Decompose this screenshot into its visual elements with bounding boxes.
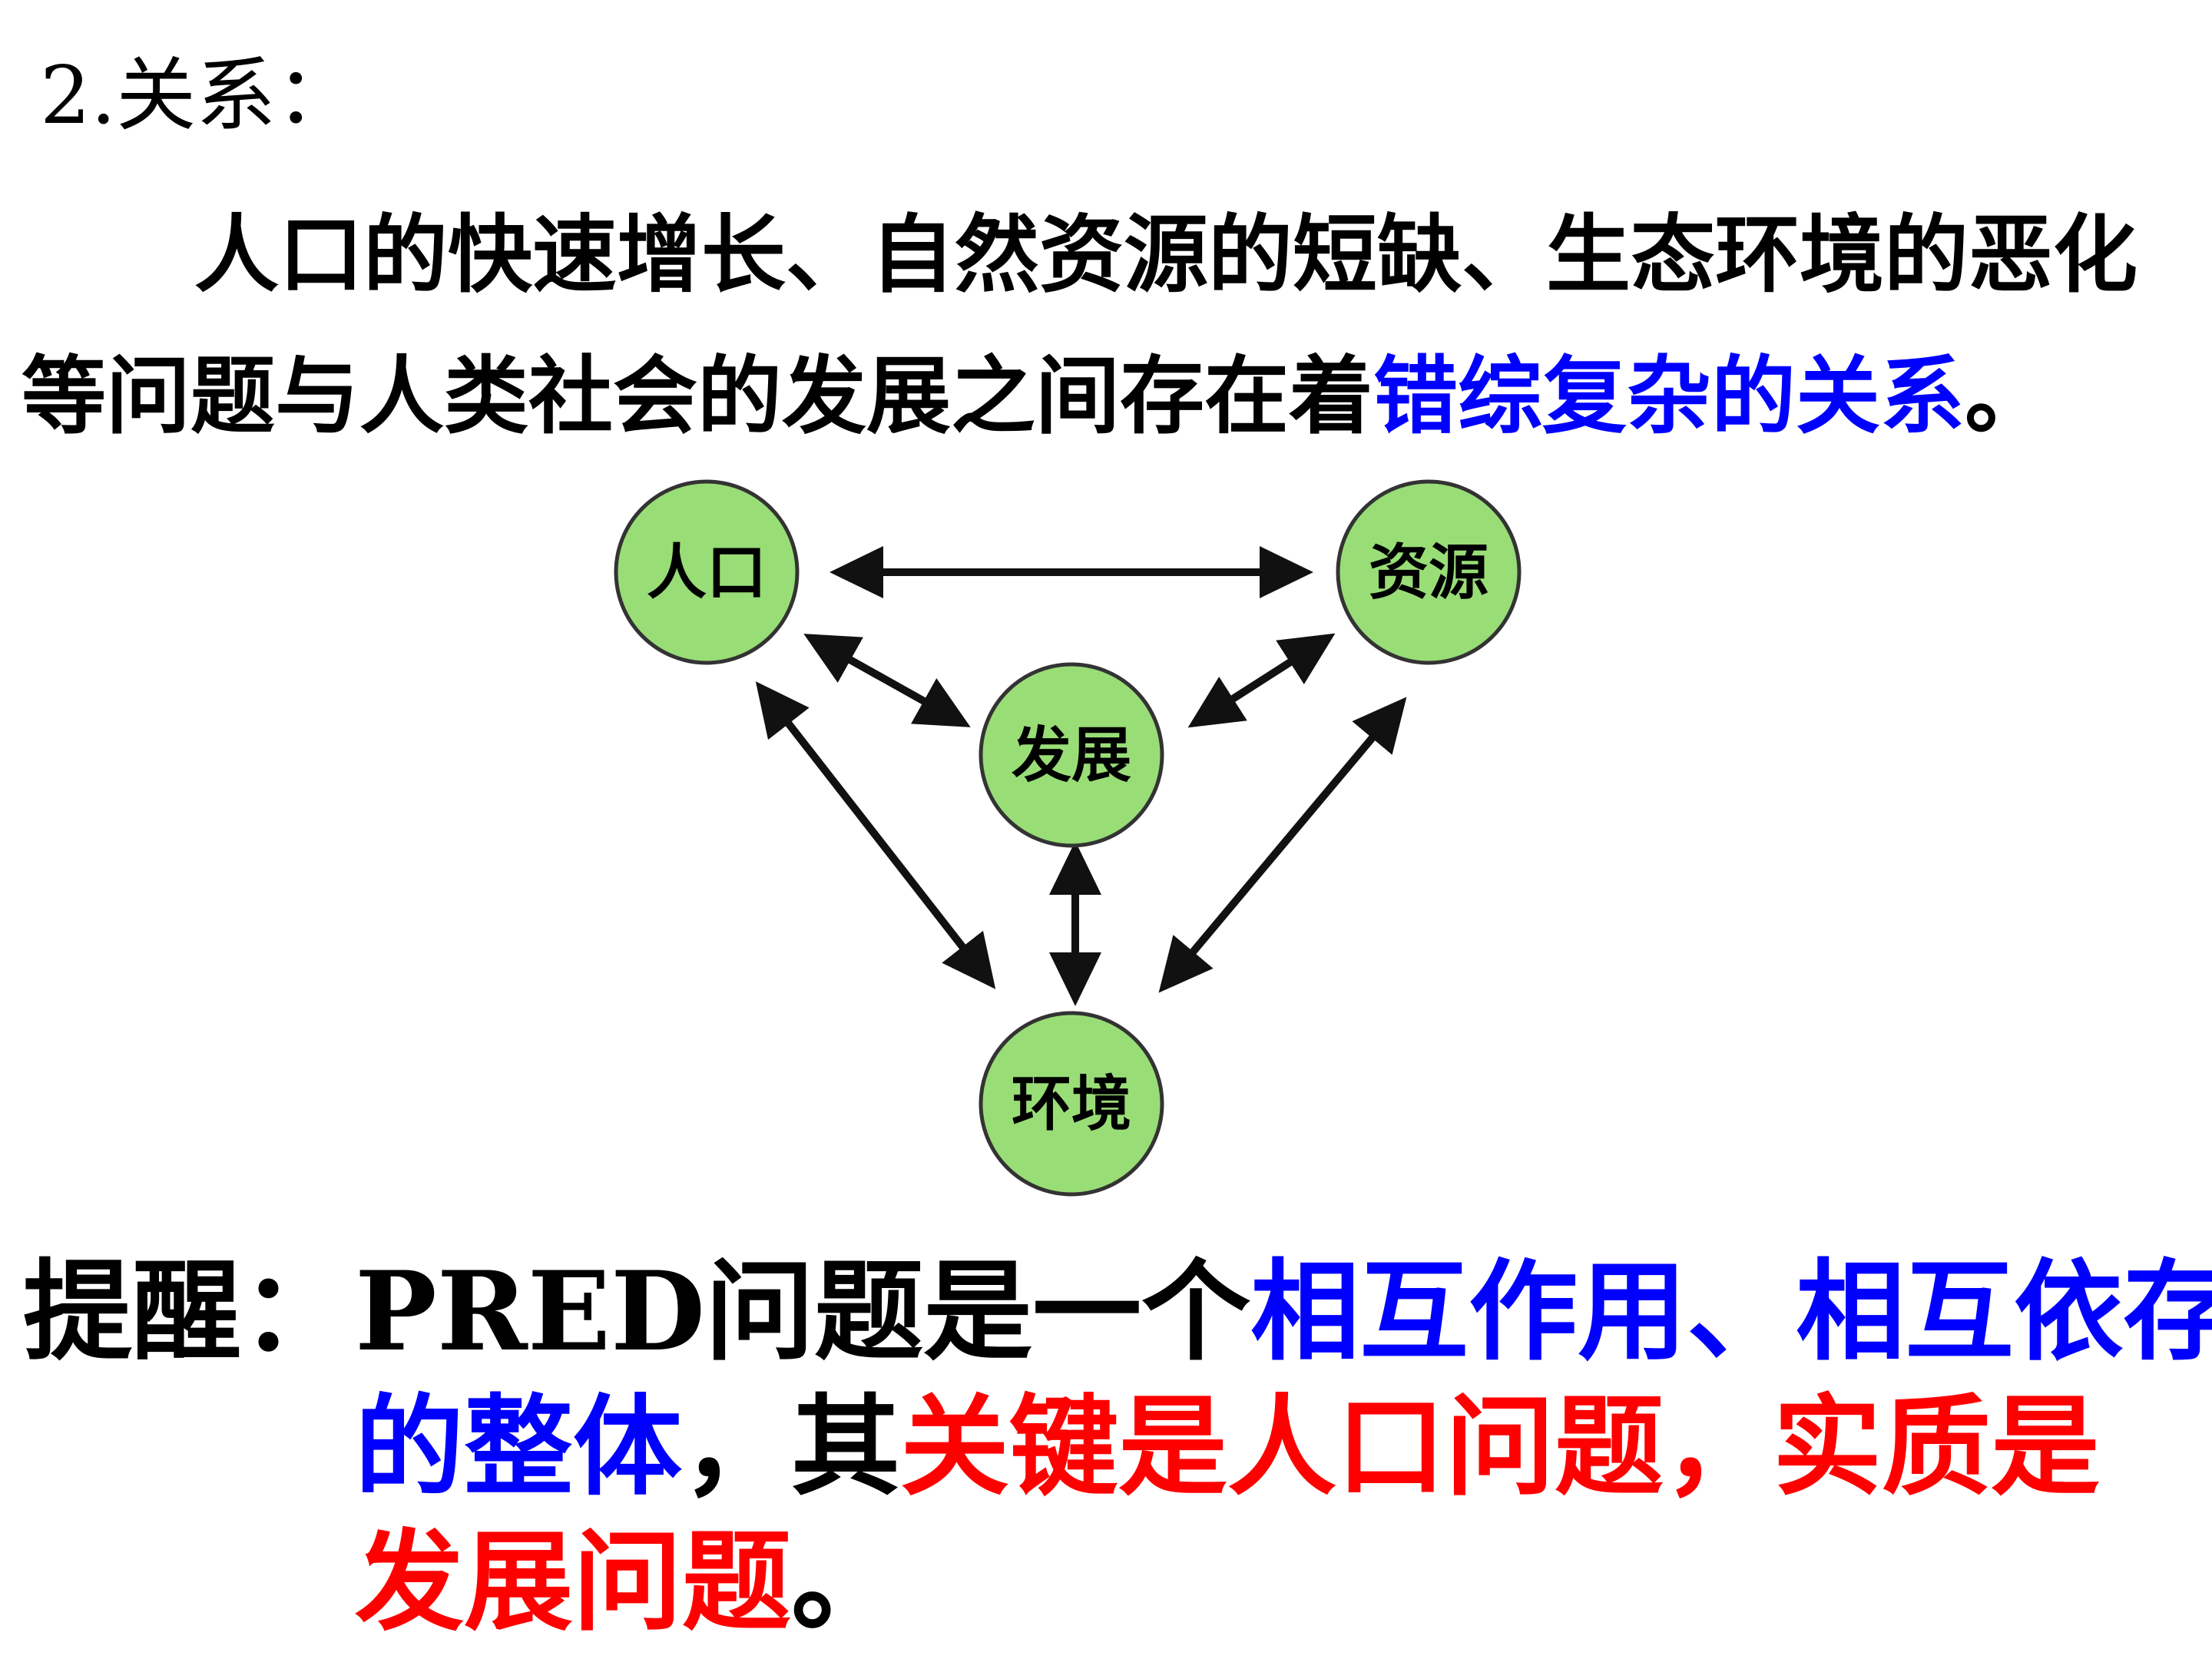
node-resources: 资源 bbox=[1336, 479, 1522, 665]
paragraph-text: 等问题与人类社会的发展之间存在着 bbox=[22, 346, 1373, 445]
node-resources-label: 资源 bbox=[1369, 538, 1488, 608]
intro-paragraph: 人口的快速增长、自然资源的短缺、生态环境的恶化 等问题与人类社会的发展之间存在着… bbox=[22, 184, 2203, 467]
arrow-resources-development bbox=[1187, 633, 1336, 728]
arrow-population-environment bbox=[755, 681, 996, 989]
arrow-population-development bbox=[803, 634, 971, 727]
arrow-resources-environment bbox=[1158, 697, 1407, 993]
node-development: 发展 bbox=[979, 662, 1164, 848]
reminder-highlight-whole: 的整体 bbox=[355, 1383, 682, 1511]
node-development-label: 发展 bbox=[1012, 720, 1131, 790]
section-heading: 2.关系： bbox=[40, 48, 356, 142]
node-population-label: 人口 bbox=[647, 538, 767, 608]
reminder-block: 提醒：PRED问题是一个相互作用、相互依存 的整体，其关键是人口问题，实质是 发… bbox=[23, 1244, 2212, 1650]
reminder-text-2: ，其 bbox=[682, 1383, 900, 1511]
reminder-line-3: 发展问题。 bbox=[23, 1515, 2204, 1650]
paragraph-line-2: 等问题与人类社会的发展之间存在着错综复杂的关系。 bbox=[22, 326, 2203, 467]
reminder-line-1: 提醒：PRED问题是一个相互作用、相互依存 bbox=[23, 1244, 2212, 1379]
highlight-complex-relation: 错综复杂的关系 bbox=[1373, 346, 1965, 445]
reminder-highlight-key: 关键是人口问题，实质是 bbox=[900, 1383, 2100, 1511]
reminder-line-2: 的整体，其关键是人口问题，实质是 bbox=[23, 1379, 2204, 1515]
node-population: 人口 bbox=[614, 479, 800, 665]
reminder-period: 。 bbox=[791, 1518, 900, 1646]
reminder-highlight-interaction: 相互作用、相互依存 bbox=[1250, 1248, 2212, 1376]
reminder-text-1: PRED问题是一个 bbox=[355, 1248, 1251, 1376]
node-environment-label: 环境 bbox=[1012, 1069, 1131, 1139]
reminder-label: 提醒： bbox=[23, 1248, 350, 1376]
node-environment: 环境 bbox=[979, 1011, 1164, 1197]
paragraph-period: 。 bbox=[1965, 346, 2049, 445]
paragraph-line-1: 人口的快速增长、自然资源的短缺、生态环境的恶化 bbox=[194, 205, 2137, 304]
reminder-highlight-development: 发展问题 bbox=[355, 1518, 791, 1646]
